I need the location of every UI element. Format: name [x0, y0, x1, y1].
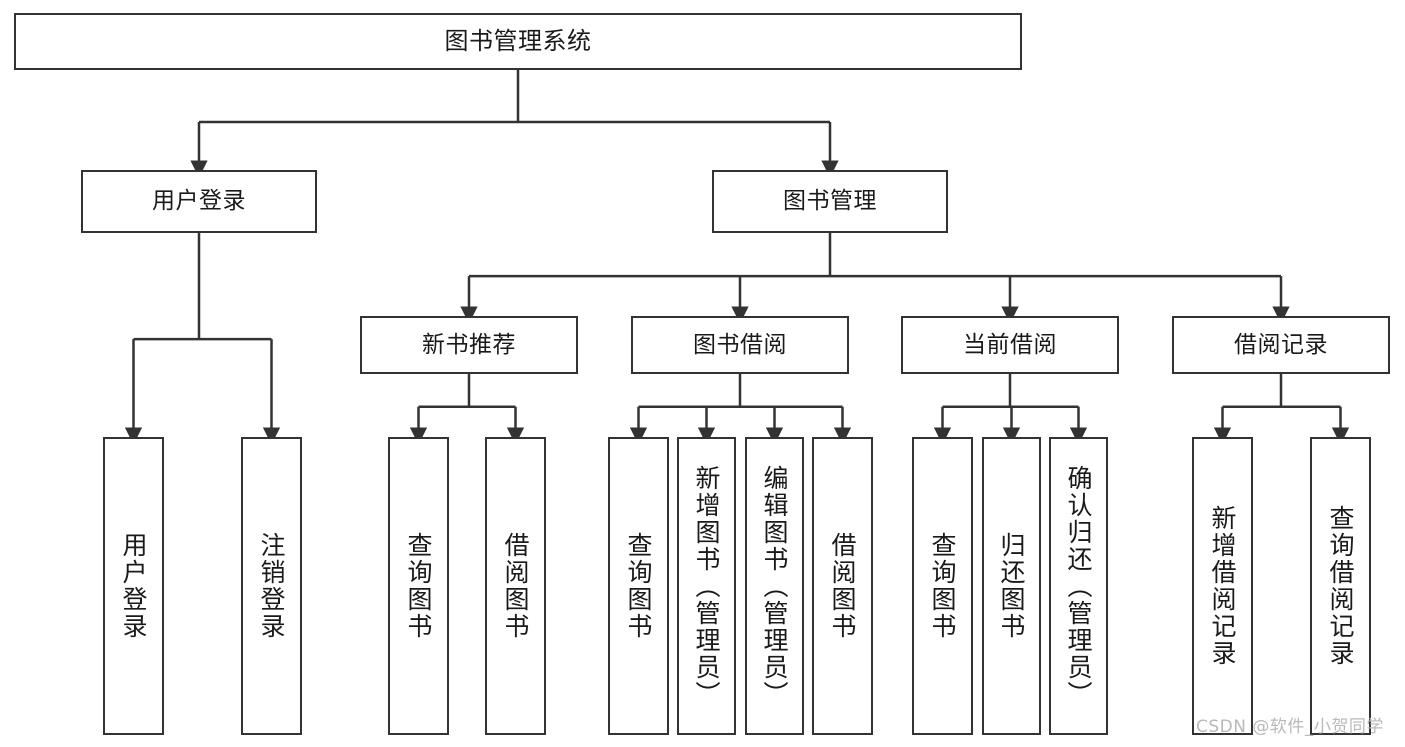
node-root: 图书管理系统 [14, 13, 1022, 70]
node-leaf_return_book: 归还图书 [982, 437, 1041, 735]
node-label: 编辑图书（管理员） [760, 464, 789, 708]
node-user_login: 用户登录 [81, 170, 317, 233]
node-label: 用户登录 [152, 188, 246, 215]
node-label: 当前借阅 [963, 331, 1057, 358]
node-label: 归还图书 [997, 532, 1026, 640]
node-leaf_borrow_book_1: 借阅图书 [485, 437, 546, 735]
node-label: 确认归还（管理员） [1064, 464, 1093, 708]
node-leaf_query_book_2: 查询图书 [608, 437, 669, 735]
node-leaf_confirm_return: 确认归还（管理员） [1049, 437, 1108, 735]
node-label: 借阅记录 [1234, 331, 1328, 358]
node-label: 图书管理系统 [444, 26, 592, 55]
node-borrow_record: 借阅记录 [1172, 316, 1390, 374]
node-label: 查询图书 [928, 532, 957, 640]
node-label: 新增图书（管理员） [692, 464, 721, 708]
node-label: 新书推荐 [422, 331, 516, 358]
node-label: 查询借阅记录 [1326, 505, 1355, 667]
node-leaf_edit_book: 编辑图书（管理员） [745, 437, 804, 735]
node-leaf_add_book: 新增图书（管理员） [677, 437, 736, 735]
node-label: 注销登录 [257, 532, 286, 640]
node-new_book_rec: 新书推荐 [360, 316, 578, 374]
node-leaf_borrow_book_2: 借阅图书 [812, 437, 873, 735]
node-label: 图书借阅 [693, 331, 787, 358]
node-leaf_add_record: 新增借阅记录 [1192, 437, 1253, 735]
node-book_manage: 图书管理 [712, 170, 948, 233]
node-label: 用户登录 [119, 532, 148, 640]
node-leaf_query_book_1: 查询图书 [388, 437, 449, 735]
node-leaf_query_book_3: 查询图书 [912, 437, 973, 735]
node-label: 图书管理 [783, 188, 877, 215]
node-leaf_query_record: 查询借阅记录 [1310, 437, 1371, 735]
node-label: 借阅图书 [828, 532, 857, 640]
node-label: 借阅图书 [501, 532, 530, 640]
node-leaf_logout: 注销登录 [241, 437, 302, 735]
csdn-watermark: CSDN @软件_小贺同学 [1196, 717, 1384, 737]
node-leaf_user_login: 用户登录 [103, 437, 164, 735]
node-label: 查询图书 [624, 532, 653, 640]
node-book_borrow: 图书借阅 [631, 316, 849, 374]
node-current_borrow: 当前借阅 [901, 316, 1119, 374]
node-label: 查询图书 [404, 532, 433, 640]
node-label: 新增借阅记录 [1208, 505, 1237, 667]
